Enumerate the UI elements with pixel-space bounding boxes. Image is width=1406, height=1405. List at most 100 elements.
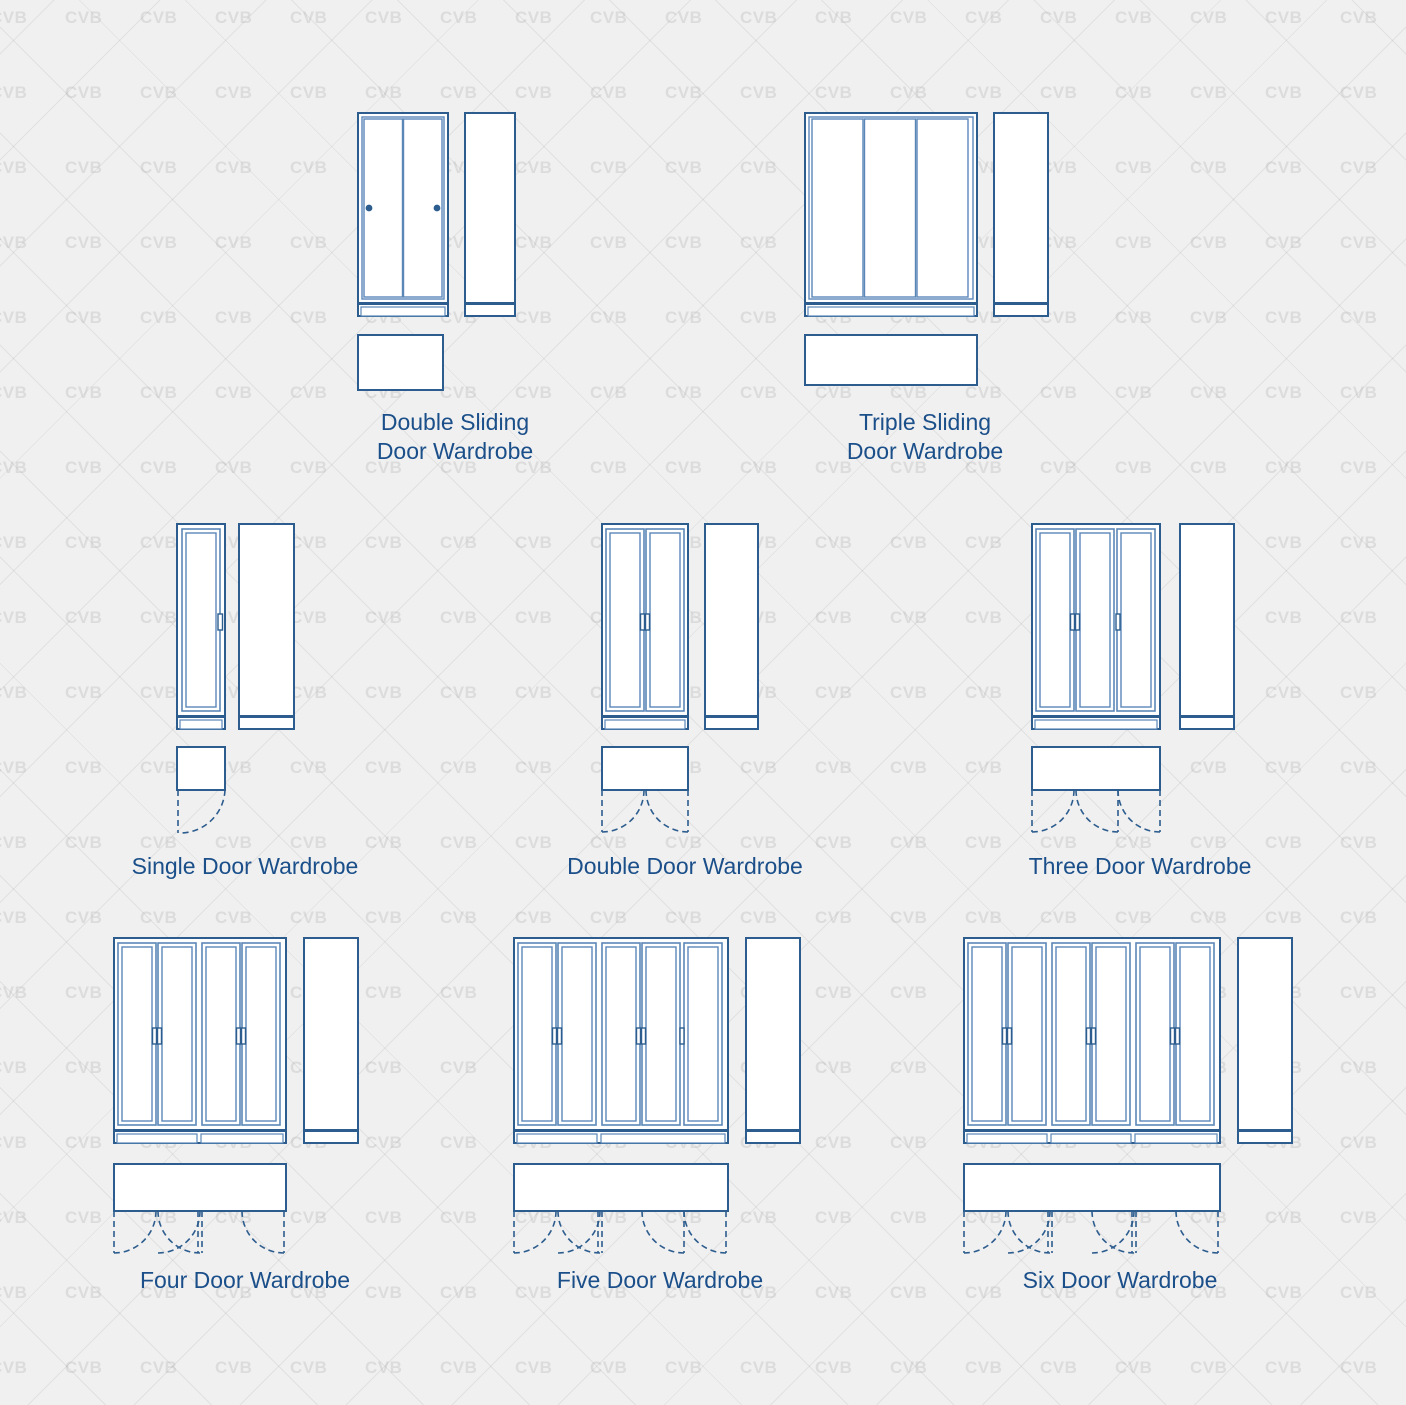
- views-four-door-wardrobe: [113, 937, 359, 1254]
- door-panel-inset: [605, 946, 637, 1122]
- sliding-door-leaf: [916, 118, 969, 298]
- door-swing-arc: [1007, 1210, 1051, 1254]
- plan-view-body: [176, 746, 226, 791]
- plinth-inner: [1134, 1133, 1218, 1144]
- door-swing-arc: [241, 1210, 285, 1254]
- door-panel-inset: [245, 946, 277, 1122]
- door-swing-arc: [645, 789, 689, 833]
- door-panel-inset: [609, 532, 641, 708]
- door-handle: [551, 1027, 558, 1045]
- side-elevation-body: [745, 937, 801, 1131]
- door-swing-arc: [1075, 789, 1119, 833]
- door-panel-inset: [1120, 532, 1152, 708]
- door-panel-inset: [645, 946, 677, 1122]
- door-handle: [679, 1027, 685, 1045]
- door-swing-arc: [1091, 1210, 1135, 1254]
- door-panel-inset: [185, 532, 217, 708]
- door-swing-arc: [157, 1210, 201, 1254]
- door-handle: [1090, 1027, 1097, 1045]
- drawing-single-door-wardrobe: [175, 522, 365, 834]
- door-swing-arc: [113, 1210, 157, 1254]
- plinth-inner: [966, 1133, 1048, 1144]
- side-elevation-body: [238, 523, 295, 717]
- door-handle: [635, 1027, 642, 1045]
- door-panel-inset: [561, 946, 593, 1122]
- door-handle: [217, 613, 224, 631]
- views-triple-sliding-door-wardrobe: [804, 112, 1049, 386]
- door-panel-inset: [687, 946, 719, 1122]
- side-elevation-plinth: [238, 716, 295, 730]
- door-swing-arc: [1007, 1210, 1051, 1254]
- caption-double-door-wardrobe: Double Door Wardrobe: [567, 853, 803, 879]
- door-handle: [640, 1027, 647, 1045]
- drawing-four-door-wardrobe: [112, 936, 372, 1256]
- side-elevation-plinth: [993, 303, 1049, 317]
- caption-single-door-wardrobe: Single Door Wardrobe: [131, 853, 359, 879]
- door-panel-inset: [1095, 946, 1127, 1122]
- drawing-five-door-wardrobe: [512, 936, 812, 1256]
- door-handle: [644, 613, 651, 631]
- caption-double-sliding-door-wardrobe: Double Sliding Door Wardrobe: [376, 409, 534, 464]
- side-elevation-body: [704, 523, 759, 717]
- side-elevation-plinth: [1237, 1130, 1293, 1144]
- views-six-door-wardrobe: [963, 937, 1293, 1254]
- sliding-door-leaf: [863, 118, 917, 298]
- views-double-door-wardrobe: [601, 523, 759, 833]
- door-panel-inset: [1011, 946, 1043, 1122]
- caption-four-door-wardrobe: Four Door Wardrobe: [139, 1267, 351, 1293]
- side-elevation-body: [993, 112, 1049, 304]
- door-knob-icon: [365, 204, 373, 212]
- door-handle: [1069, 613, 1076, 631]
- door-swing-arc: [601, 789, 645, 833]
- door-panel-inset: [1079, 532, 1111, 708]
- door-handle: [235, 1027, 242, 1045]
- door-swing-arc: [1031, 789, 1075, 833]
- door-handle: [1006, 1027, 1013, 1045]
- sliding-door-leaf: [811, 118, 864, 298]
- plan-view-body: [804, 334, 978, 386]
- side-elevation-plinth: [464, 303, 516, 317]
- door-handle: [1174, 1027, 1181, 1045]
- door-panel-inset: [1139, 946, 1171, 1122]
- door-swing-arc: [1117, 789, 1161, 833]
- caption-triple-sliding-door-wardrobe: Triple Sliding Door Wardrobe: [846, 409, 1004, 464]
- side-elevation-body: [303, 937, 359, 1131]
- side-elevation-plinth: [1179, 716, 1235, 730]
- views-three-door-wardrobe: [1031, 523, 1235, 833]
- side-elevation-plinth: [704, 716, 759, 730]
- door-handle: [151, 1027, 158, 1045]
- plinth-inner: [1034, 719, 1158, 730]
- plinth-inner: [600, 1133, 726, 1144]
- drawing-double-door-wardrobe: [600, 522, 800, 833]
- door-handle: [240, 1027, 247, 1045]
- views-double-sliding-door-wardrobe: [357, 112, 516, 391]
- door-swing-arc: [1091, 1210, 1135, 1254]
- plinth-inner: [807, 306, 975, 317]
- door-swing-arc: [513, 1210, 557, 1254]
- side-elevation-body: [1179, 523, 1235, 717]
- door-swing-arc: [179, 789, 226, 834]
- door-swing-arc: [641, 1210, 685, 1254]
- door-panel-inset: [121, 946, 153, 1122]
- door-handle: [1085, 1027, 1092, 1045]
- door-panel-inset: [205, 946, 237, 1122]
- views-five-door-wardrobe: [513, 937, 801, 1254]
- plinth-inner: [179, 719, 223, 730]
- drawing-three-door-wardrobe: [1030, 522, 1260, 833]
- door-panel-inset: [649, 532, 681, 708]
- door-handle: [556, 1027, 563, 1045]
- side-elevation-plinth: [303, 1130, 359, 1144]
- plan-view-body: [513, 1163, 729, 1212]
- caption-five-door-wardrobe: Five Door Wardrobe: [556, 1267, 764, 1293]
- door-handle: [1074, 613, 1081, 631]
- door-handle: [1169, 1027, 1176, 1045]
- plinth-inner: [116, 1133, 198, 1144]
- drawing-double-sliding-door-wardrobe: [355, 110, 555, 400]
- plan-view-body: [113, 1163, 287, 1212]
- door-panel-inset: [1039, 532, 1071, 708]
- door-swing-arc: [557, 1210, 601, 1254]
- plinth-inner: [360, 306, 446, 317]
- door-panel-inset: [1055, 946, 1087, 1122]
- drawing-triple-sliding-door-wardrobe: [802, 110, 1062, 400]
- door-handle: [156, 1027, 163, 1045]
